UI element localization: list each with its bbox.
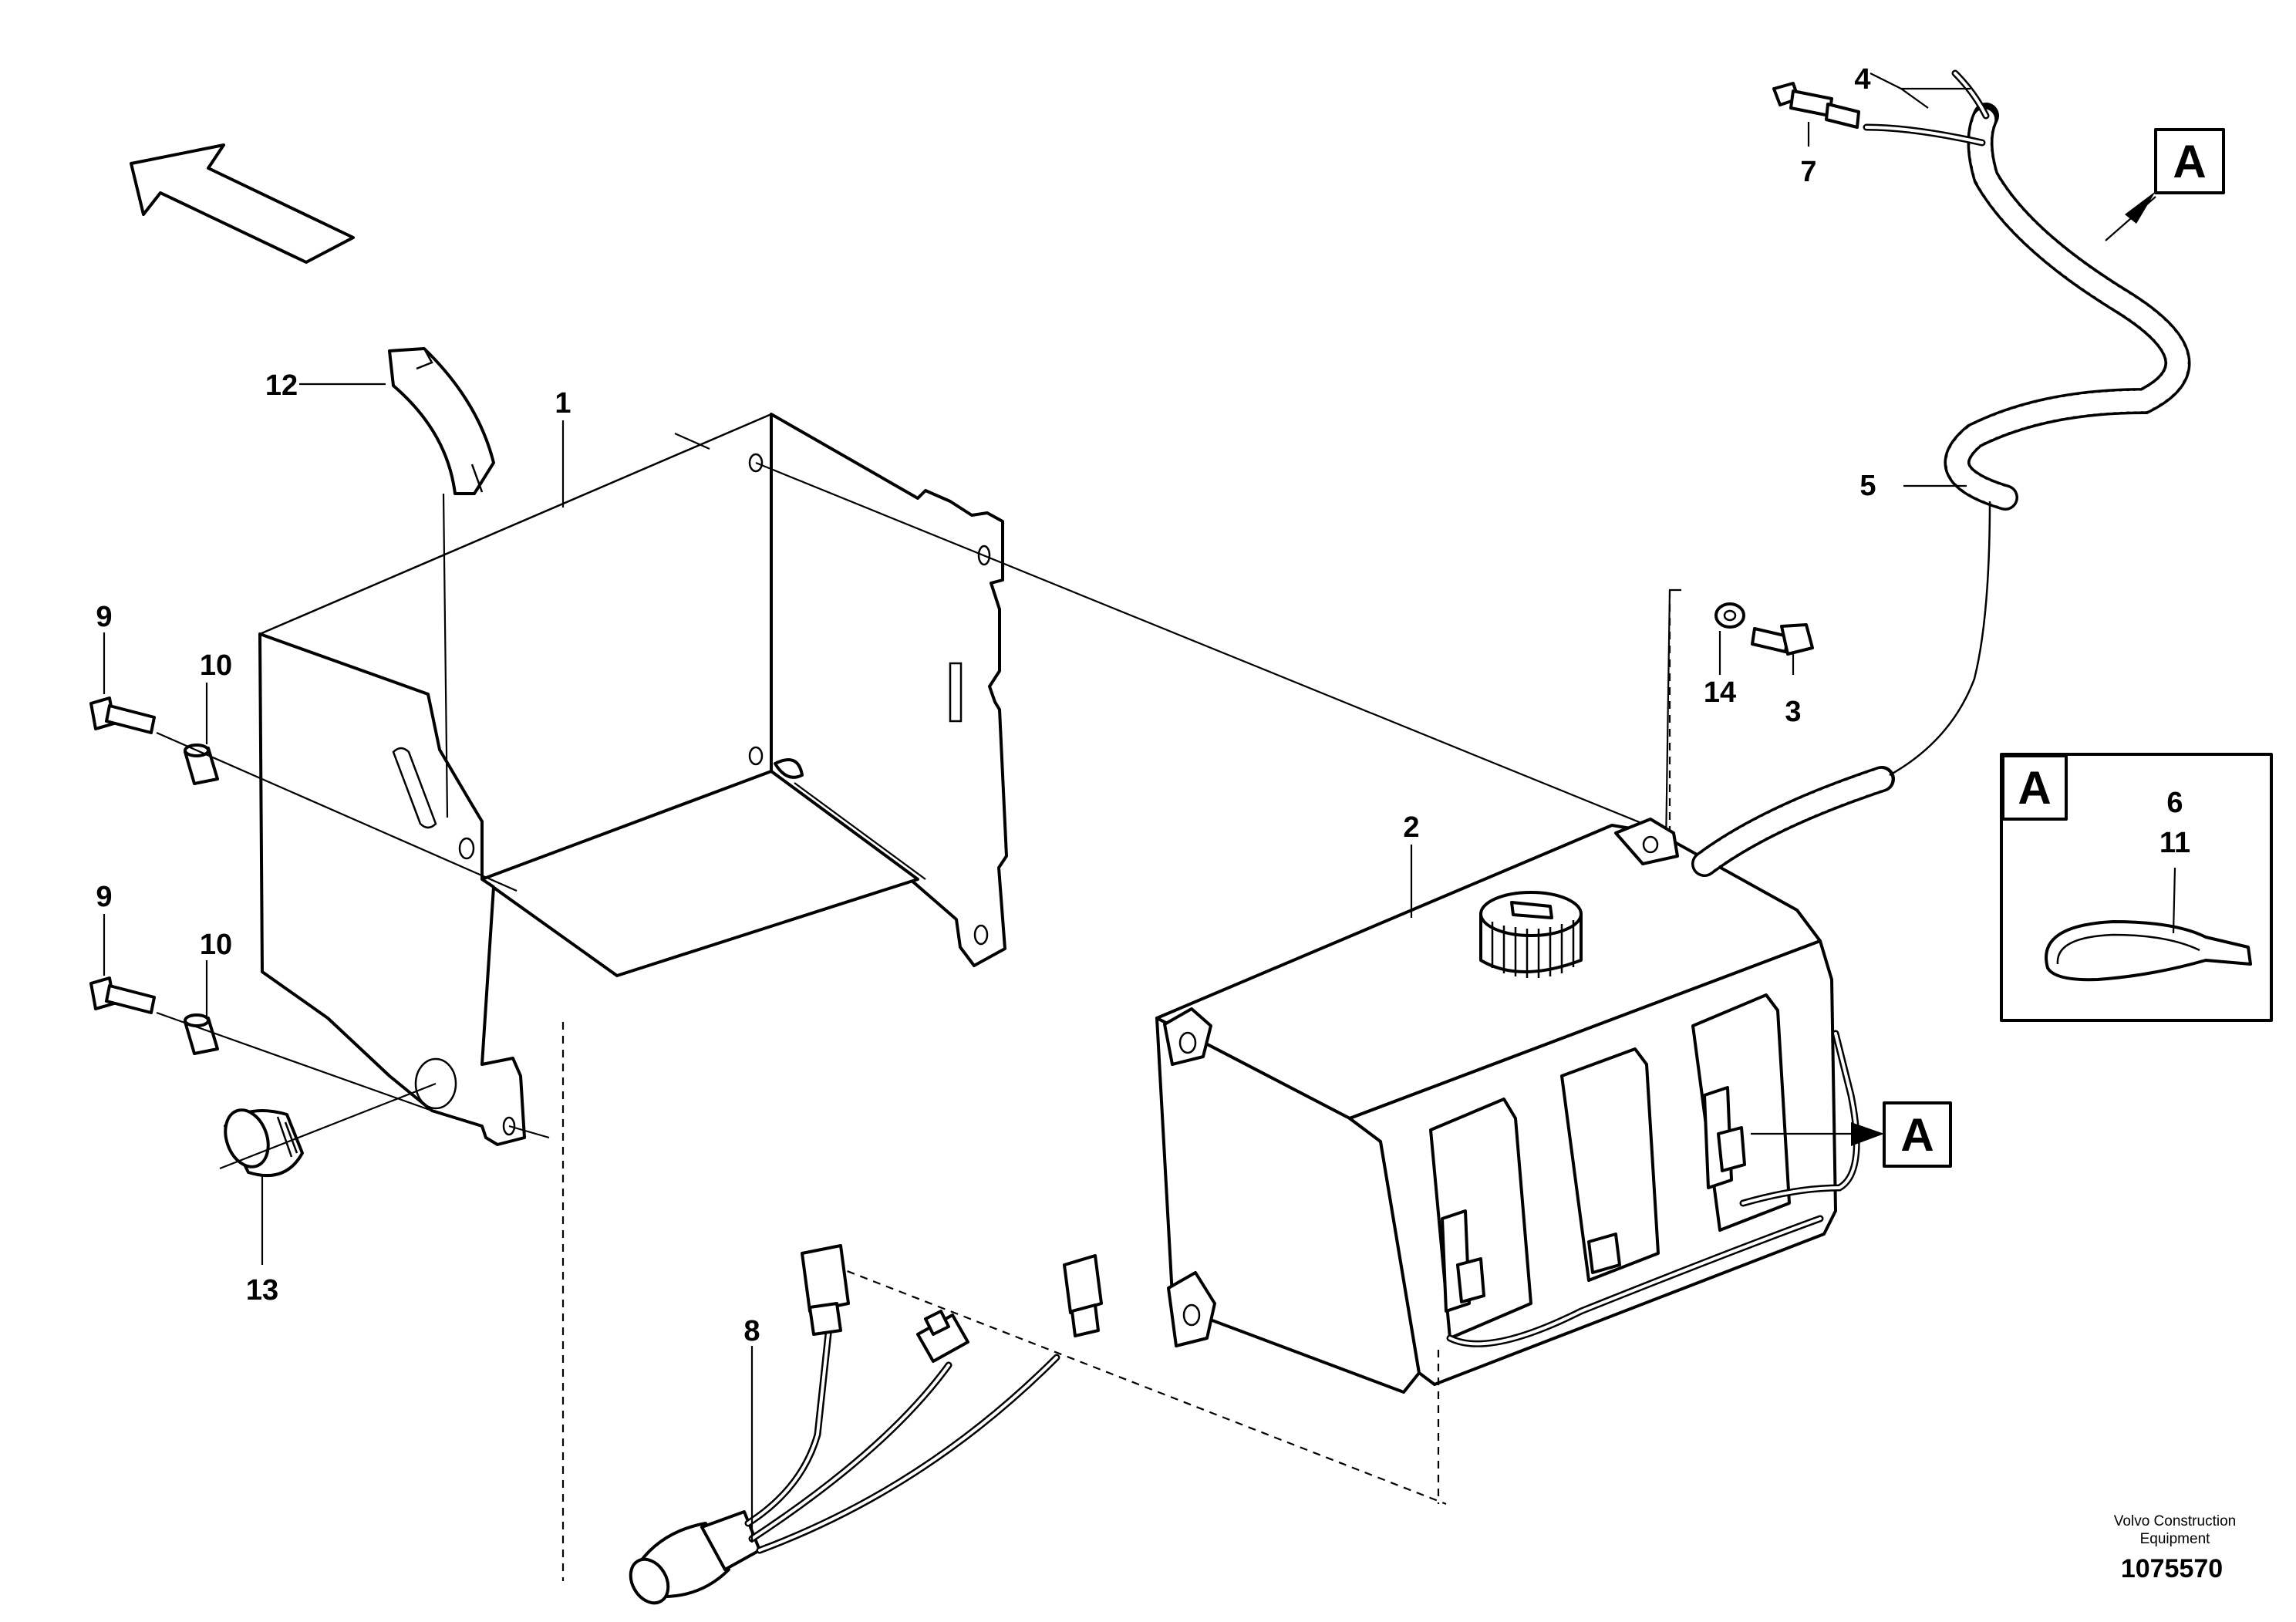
assembly-lines	[156, 461, 1681, 1170]
spacer-part-10-lower	[184, 1013, 219, 1055]
bracket-part-1	[258, 413, 1008, 1146]
reference-box-a-tank: A	[1751, 1101, 1952, 1168]
callout-labels: 1 2 3 4 5 6 11 7 8 9 10 9 10 12 13 14	[96, 63, 2190, 1347]
callout-10-lower: 10	[200, 929, 232, 961]
callout-7: 7	[1800, 156, 1816, 188]
nozzle-part-7	[1772, 82, 1860, 129]
detail-box-title: A	[2018, 762, 2051, 814]
drawing-number: 1075570	[2121, 1554, 2223, 1583]
bolt-part-3	[1751, 623, 1814, 656]
svg-text:A: A	[1900, 1109, 1934, 1161]
callout-10-upper: 10	[200, 649, 232, 682]
cable-harness-part-8	[561, 1022, 1447, 1605]
callout-5: 5	[1859, 470, 1876, 502]
callout-6: 6	[2166, 787, 2183, 819]
footer: Volvo Construction Equipment 1075570	[2114, 1513, 2236, 1583]
callout-2: 2	[1403, 811, 1419, 844]
edge-protector-part-12	[388, 347, 495, 495]
direction-arrow	[130, 143, 355, 264]
company-name-line1: Volvo Construction	[2114, 1513, 2236, 1529]
callout-1: 1	[555, 387, 571, 420]
callout-9-lower: 9	[96, 881, 112, 913]
detail-view-a: A	[2000, 753, 2273, 1022]
callout-11: 11	[2159, 827, 2190, 859]
bolt-part-9-lower	[89, 976, 156, 1014]
svg-text:A: A	[2173, 136, 2206, 187]
washer-part-14	[1714, 602, 1745, 629]
callout-leaders	[103, 73, 1971, 1543]
company-name-line2: Equipment	[2140, 1531, 2211, 1547]
cable-tie-part-6-11	[2045, 920, 2252, 982]
callout-12: 12	[265, 369, 298, 402]
reference-box-a-hose: A	[2105, 128, 2225, 241]
callout-8: 8	[743, 1315, 760, 1347]
callout-13: 13	[246, 1274, 278, 1307]
callout-4: 4	[1854, 63, 1870, 96]
callout-3: 3	[1785, 696, 1801, 728]
bolt-part-9-upper	[89, 696, 156, 734]
hose-part-5	[1691, 103, 2191, 877]
washer-tank-part-2	[1155, 818, 1860, 1394]
callout-14: 14	[1704, 676, 1736, 709]
callout-9-upper: 9	[96, 601, 112, 633]
spacer-part-10-upper	[184, 744, 219, 785]
hose-ends-part-4	[1863, 69, 1990, 147]
